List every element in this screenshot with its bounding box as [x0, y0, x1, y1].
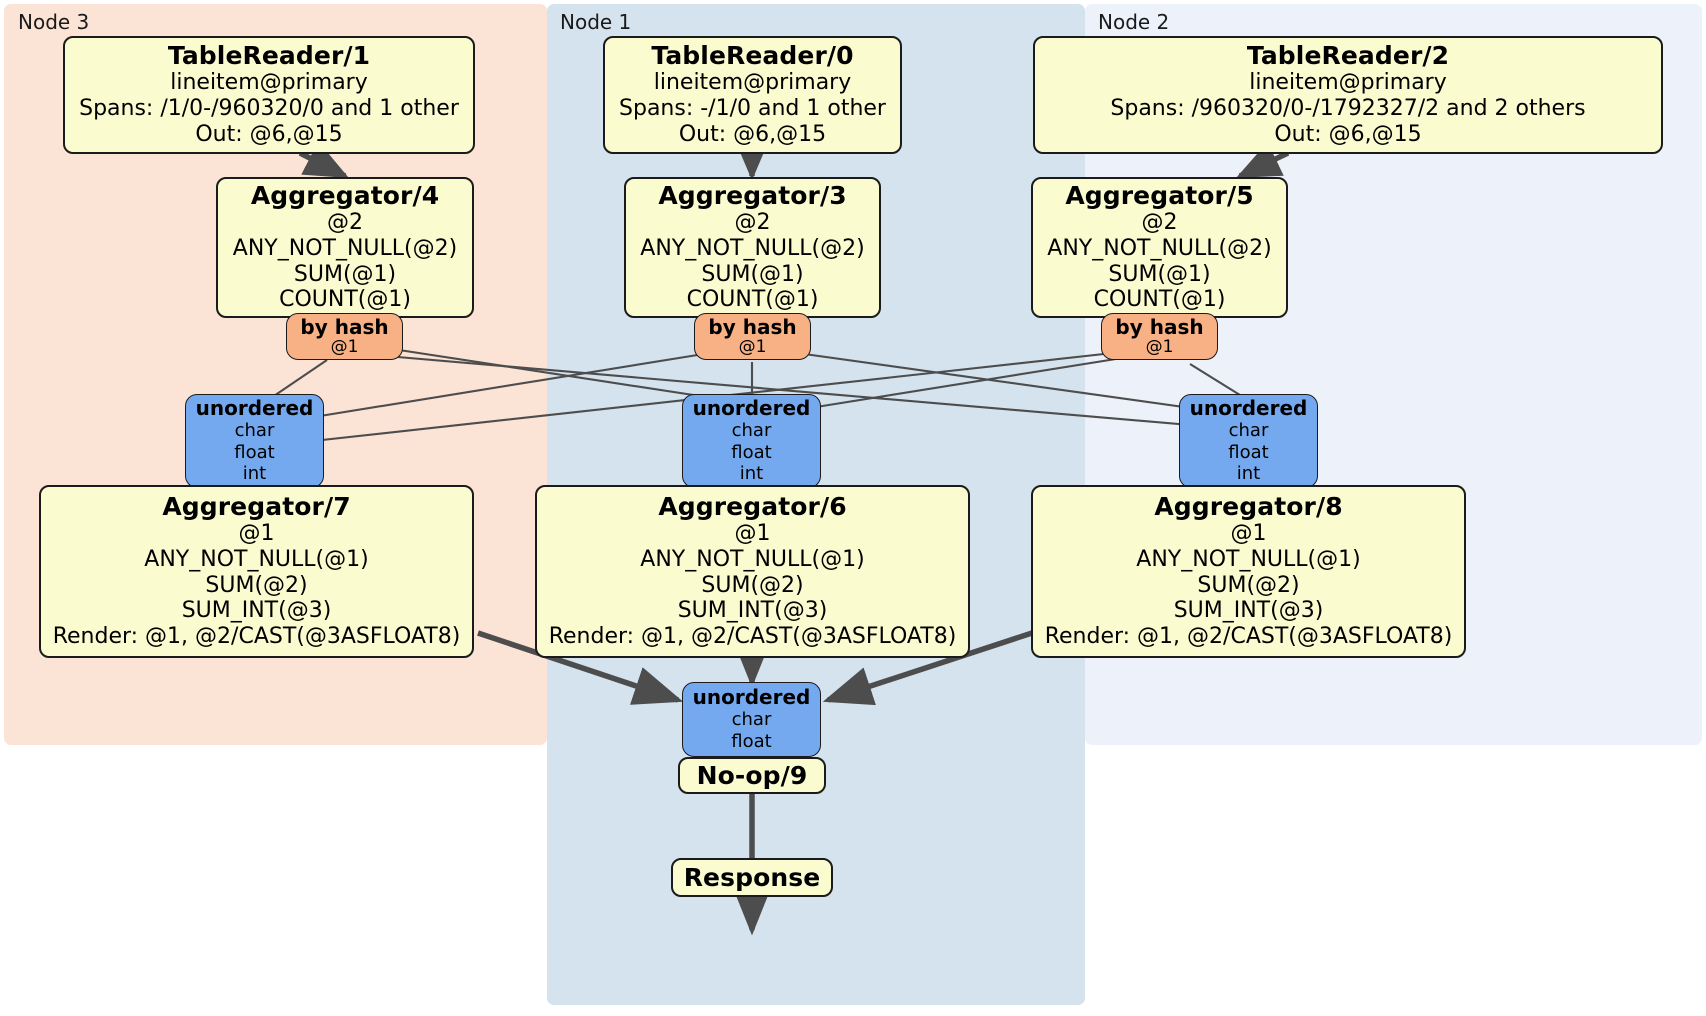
node-line: lineitem@primary — [653, 70, 852, 96]
node-line: SUM(@1) — [701, 261, 804, 287]
node-title: Aggregator/7 — [162, 491, 351, 521]
node-line: Spans: /1/0-/960320/0 and 1 other — [79, 96, 459, 122]
sync-line: int — [242, 463, 267, 485]
node-line: Spans: /960320/0-/1792327/2 and 2 others — [1110, 96, 1586, 122]
node-line: Spans: -/1/0 and 1 other — [619, 96, 886, 122]
sync-line: char — [731, 419, 772, 441]
node-line: Out: @6,@15 — [1274, 121, 1422, 147]
node-line: ANY_NOT_NULL(@2) — [640, 235, 865, 261]
node-line: ANY_NOT_NULL(@1) — [144, 546, 369, 572]
node-line: lineitem@primary — [1249, 70, 1447, 96]
node-aggregator-8[interactable]: Aggregator/8 @1 ANY_NOT_NULL(@1) SUM(@2)… — [1031, 485, 1466, 658]
node-line: COUNT(@1) — [686, 287, 819, 313]
panel-label-node2: Node 2 — [1098, 10, 1170, 34]
router-by-hash-right[interactable]: by hash @1 — [1101, 313, 1218, 360]
router-line: @1 — [330, 336, 359, 357]
node-aggregator-5[interactable]: Aggregator/5 @2 ANY_NOT_NULL(@2) SUM(@1)… — [1031, 177, 1288, 318]
node-title: Aggregator/4 — [250, 180, 440, 210]
node-line: SUM_INT(@3) — [677, 598, 828, 624]
node-line: @1 — [238, 520, 275, 546]
node-title: Aggregator/6 — [658, 491, 847, 521]
sync-line: char — [731, 709, 772, 731]
node-line: @2 — [734, 209, 771, 235]
node-line: ANY_NOT_NULL(@2) — [232, 235, 458, 261]
node-line: Out: @6,@15 — [195, 121, 343, 147]
panel-label-node1: Node 1 — [560, 10, 632, 34]
node-line: ANY_NOT_NULL(@1) — [1136, 546, 1361, 572]
node-line: ANY_NOT_NULL(@2) — [1047, 235, 1272, 261]
node-no-op-9[interactable]: No-op/9 — [678, 757, 826, 794]
node-line: COUNT(@1) — [279, 287, 411, 313]
node-title: Aggregator/5 — [1065, 180, 1254, 210]
node-aggregator-7[interactable]: Aggregator/7 @1 ANY_NOT_NULL(@1) SUM(@2)… — [39, 485, 474, 658]
sync-line: float — [1228, 441, 1269, 463]
node-response[interactable]: Response — [671, 858, 833, 897]
node-render-line: Render: @1, @2/CAST(@3ASFLOAT8) — [548, 624, 957, 650]
node-title: Aggregator/3 — [658, 180, 847, 210]
node-line: @2 — [327, 209, 363, 235]
node-aggregator-4[interactable]: Aggregator/4 @2 ANY_NOT_NULL(@2) SUM(@1)… — [216, 177, 474, 318]
sync-unordered-right[interactable]: unordered char float int — [1179, 394, 1318, 488]
node-title: TableReader/2 — [1246, 41, 1450, 71]
router-title: by hash — [1115, 314, 1204, 339]
node-line: SUM(@1) — [293, 261, 397, 287]
sync-unordered-final[interactable]: unordered char float — [682, 682, 821, 757]
node-line: SUM(@2) — [205, 572, 308, 598]
router-title: by hash — [300, 314, 389, 339]
sync-line: char — [1228, 419, 1269, 441]
node-tablereader-1[interactable]: TableReader/1 lineitem@primary Spans: /1… — [63, 36, 475, 154]
node-title: Aggregator/8 — [1154, 491, 1343, 521]
node-line: Out: @6,@15 — [678, 121, 827, 147]
panel-label-node3: Node 3 — [18, 10, 90, 34]
node-line: @2 — [1141, 209, 1178, 235]
router-line: @1 — [738, 336, 767, 357]
node-line: SUM(@2) — [701, 572, 804, 598]
node-title: Response — [683, 862, 821, 892]
node-aggregator-3[interactable]: Aggregator/3 @2 ANY_NOT_NULL(@2) SUM(@1)… — [624, 177, 881, 318]
node-line: SUM_INT(@3) — [1173, 598, 1324, 624]
node-tablereader-0[interactable]: TableReader/0 lineitem@primary Spans: -/… — [603, 36, 902, 154]
node-title: TableReader/1 — [167, 41, 371, 71]
sync-title: unordered — [692, 685, 811, 710]
sync-title: unordered — [1189, 395, 1308, 420]
sync-line: char — [234, 419, 275, 441]
node-render-line: Render: @1, @2/CAST(@3ASFLOAT8) — [52, 624, 461, 650]
node-render-line: Render: @1, @2/CAST(@3ASFLOAT8) — [1044, 624, 1453, 650]
router-by-hash-left[interactable]: by hash @1 — [286, 313, 403, 360]
sync-unordered-center[interactable]: unordered char float int — [682, 394, 821, 488]
sync-unordered-left[interactable]: unordered char float int — [185, 394, 324, 488]
router-by-hash-center[interactable]: by hash @1 — [694, 313, 811, 360]
node-title: TableReader/0 — [651, 41, 854, 71]
router-title: by hash — [708, 314, 797, 339]
sync-line: float — [731, 441, 772, 463]
sync-title: unordered — [195, 395, 314, 420]
node-line: SUM(@2) — [1197, 572, 1300, 598]
node-line: @1 — [734, 520, 771, 546]
node-title: No-op/9 — [696, 760, 808, 790]
sync-line: int — [1236, 463, 1261, 485]
sync-title: unordered — [692, 395, 811, 420]
sync-line: float — [234, 441, 275, 463]
sync-line: float — [731, 731, 772, 752]
node-line: SUM_INT(@3) — [181, 598, 332, 624]
router-line: @1 — [1145, 336, 1174, 357]
node-tablereader-2[interactable]: TableReader/2 lineitem@primary Spans: /9… — [1033, 36, 1663, 154]
node-line: ANY_NOT_NULL(@1) — [640, 546, 865, 572]
node-line: COUNT(@1) — [1093, 287, 1226, 313]
node-aggregator-6[interactable]: Aggregator/6 @1 ANY_NOT_NULL(@1) SUM(@2)… — [535, 485, 970, 658]
node-line: SUM(@1) — [1108, 261, 1211, 287]
node-line: @1 — [1230, 520, 1267, 546]
sync-line: int — [739, 463, 764, 485]
node-line: lineitem@primary — [170, 70, 368, 96]
